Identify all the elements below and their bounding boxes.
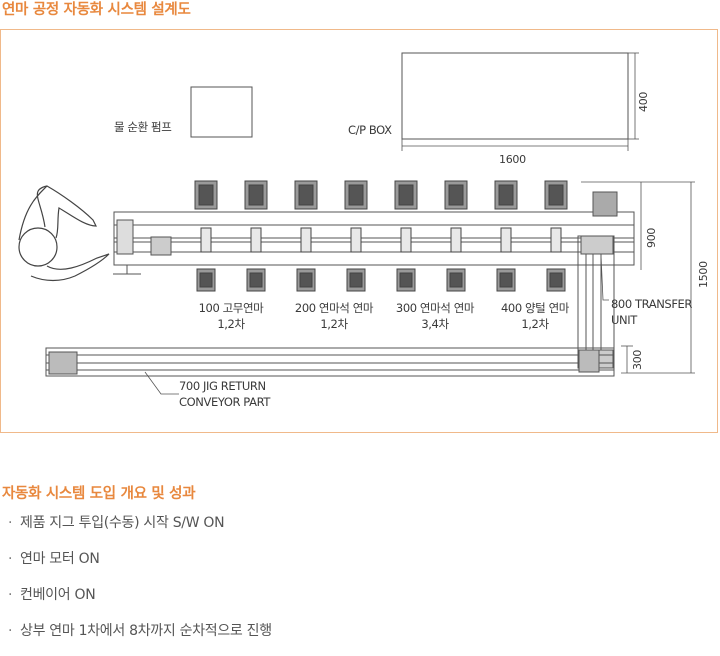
grinding-head [294, 180, 318, 292]
diagram-panel: 물 순환 펌프 C/P BOX 400 1600 900 1500 300 80… [0, 29, 718, 433]
bullet: · [8, 623, 13, 639]
station-1-line1: 100 고무연마 [199, 301, 265, 315]
cp-box [401, 52, 629, 140]
jig-return-label-line1: 700 JIG RETURN [179, 379, 266, 393]
step-text: 제품 지그 투입(수동) 시작 S/W ON [20, 515, 225, 531]
bullet: · [8, 551, 13, 567]
transfer-label-line2: UNIT [611, 313, 638, 327]
list-item: · 상부 연마 1차에서 8차까지 순차적으로 진행 [8, 620, 708, 656]
grinding-head [194, 180, 218, 292]
cp-box-label: C/P BOX [348, 123, 392, 137]
system-layout-drawing: 물 순환 펌프 C/P BOX 400 1600 900 1500 300 80… [18, 52, 710, 409]
station-3-line1: 300 연마석 연마 [396, 301, 475, 315]
summary-title: 자동화 시스템 도입 개요 및 성과 [2, 486, 196, 502]
grinding-head [444, 180, 468, 292]
dim-900: 900 [645, 228, 658, 248]
list-item: · 컨베이어 ON [8, 584, 708, 620]
bullet: · [8, 515, 13, 531]
dim-400: 400 [637, 92, 650, 112]
transfer-unit [577, 191, 618, 369]
station-2-line1: 200 연마석 연마 [295, 301, 374, 315]
grinding-head [544, 180, 568, 292]
figure-title: 연마 공정 자동화 시스템 설계도 [2, 2, 191, 18]
step-text: 컨베이어 ON [20, 587, 96, 603]
water-pump-box [190, 86, 253, 138]
list-item: · 제품 지그 투입(수동) 시작 S/W ON [8, 512, 708, 548]
dim-1500: 1500 [697, 261, 710, 288]
grinding-head [244, 180, 268, 292]
operator-figure [18, 185, 110, 282]
bullet: · [8, 587, 13, 603]
station-4-line1: 400 양털 연마 [501, 301, 570, 315]
process-steps-list: · 제품 지그 투입(수동) 시작 S/W ON · 연마 모터 ON · 컨베이어 … [8, 512, 708, 656]
station-1-line2: 1,2차 [217, 317, 245, 331]
grinding-head [394, 180, 418, 292]
step-text: 연마 모터 ON [20, 551, 100, 567]
dim-300: 300 [631, 350, 644, 370]
transfer-label-line1: 800 TRANSFER [611, 297, 692, 311]
station-2-line2: 1,2차 [320, 317, 348, 331]
pump-label: 물 순환 펌프 [114, 120, 171, 134]
grinding-head [494, 180, 518, 292]
jig-return-conveyor [45, 347, 615, 377]
station-3-line2: 3,4차 [421, 317, 449, 331]
jig-return-label-line2: CONVEYOR PART [179, 395, 271, 409]
list-item: · 연마 모터 ON [8, 548, 708, 584]
grinding-heads [194, 180, 568, 292]
station-4-line2: 1,2차 [521, 317, 549, 331]
grinding-head [344, 180, 368, 292]
dim-1600: 1600 [499, 153, 526, 166]
step-text: 상부 연마 1차에서 8차까지 순차적으로 진행 [20, 623, 272, 639]
